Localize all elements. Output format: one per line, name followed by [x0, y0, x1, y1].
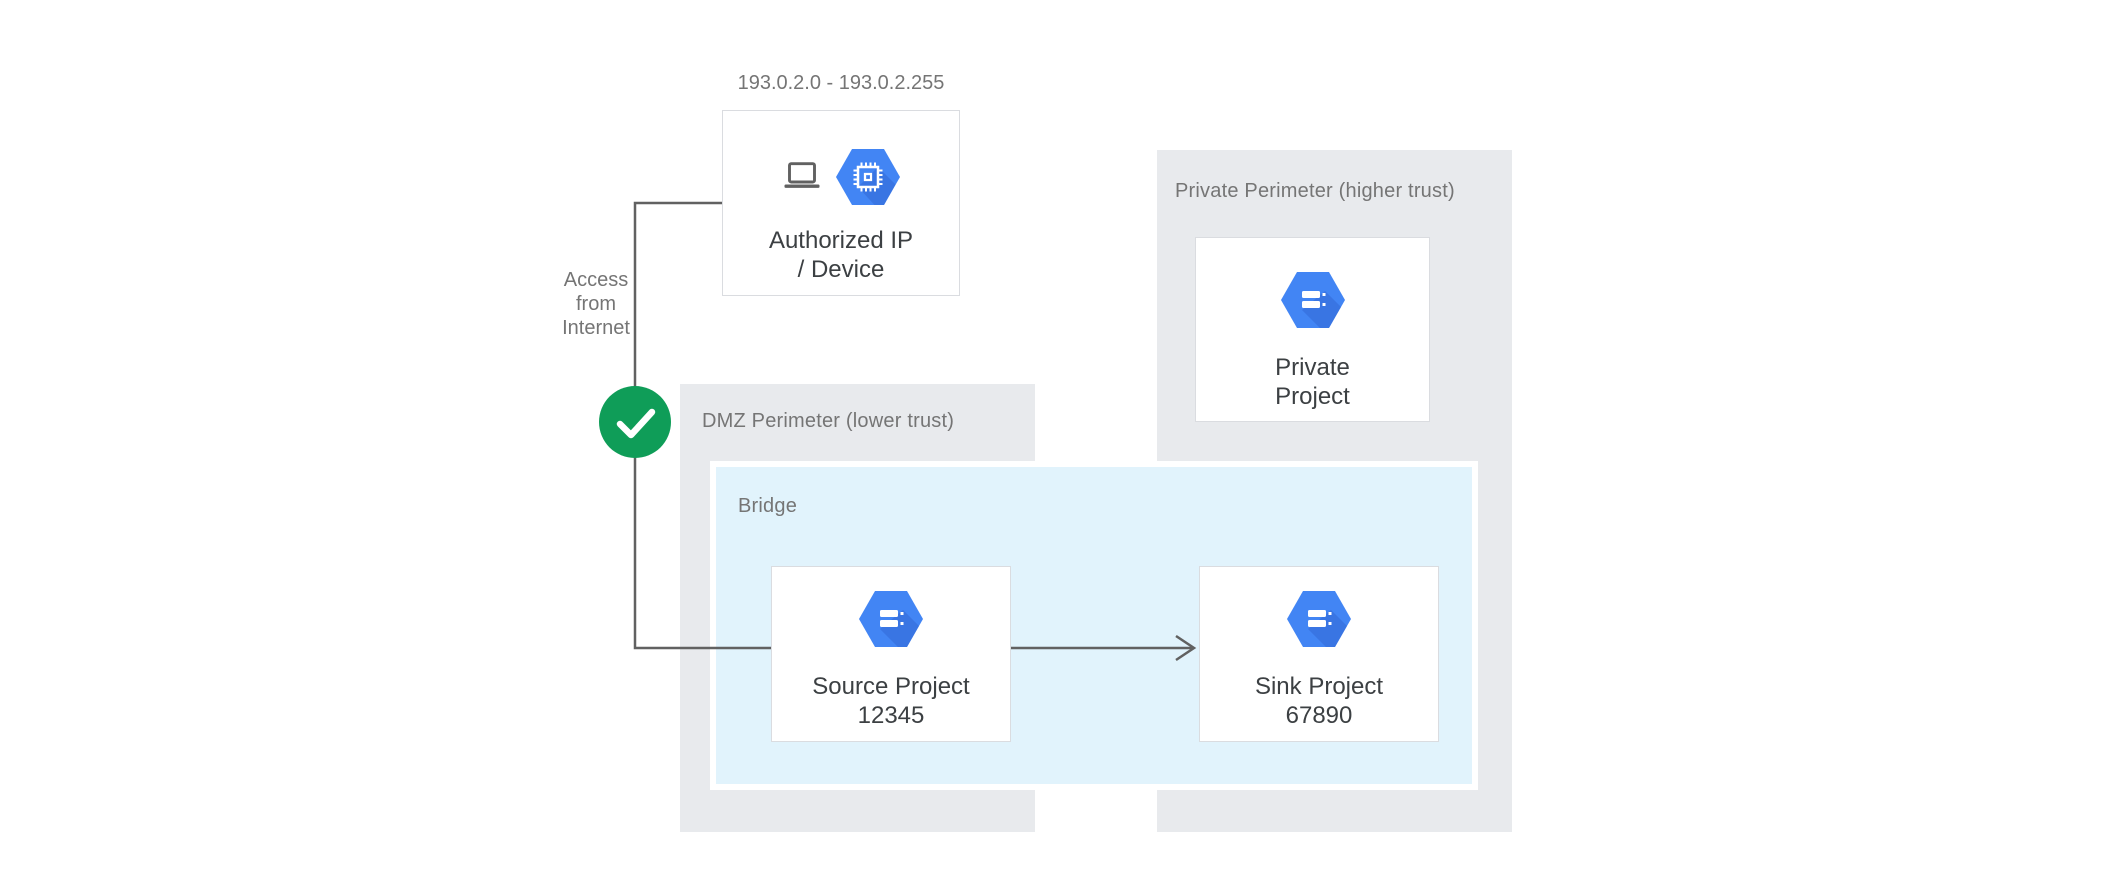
- laptop-icon: [782, 161, 822, 198]
- private-node-label-line1: Private: [1275, 354, 1350, 381]
- access-label-line1: Access: [563, 269, 629, 291]
- private-node-label-line2: Project: [1275, 383, 1350, 410]
- project-icon: [1280, 272, 1345, 333]
- source-project-icons: [859, 591, 923, 652]
- access-label-line3: Internet: [562, 317, 630, 339]
- project-icon: [859, 591, 923, 652]
- access-label-line2: from: [576, 293, 616, 315]
- private-node-label: Private Project: [1275, 353, 1350, 411]
- authorized-ip-device-node: Authorized IP / Device: [722, 110, 960, 296]
- sink-project-node: Sink Project 67890: [1199, 566, 1439, 742]
- project-icon: [1287, 591, 1351, 652]
- source-node-label-line2: 12345: [857, 702, 925, 729]
- private-project-icons: [1280, 272, 1345, 333]
- authorized-icons: [782, 149, 900, 210]
- sink-project-icons: [1287, 591, 1351, 652]
- compute-engine-icon: [836, 149, 900, 210]
- check-icon: [599, 386, 671, 458]
- private-project-node: Private Project: [1195, 237, 1430, 422]
- bridge-label: Bridge: [738, 495, 798, 517]
- dmz-perimeter-label: DMZ Perimeter (lower trust): [702, 410, 955, 432]
- sink-node-label: Sink Project 67890: [1255, 672, 1383, 730]
- authorized-node-label-line1: Authorized IP: [768, 227, 914, 254]
- source-project-node: Source Project 12345: [771, 566, 1011, 742]
- authorized-node-label-line2: / Device: [797, 256, 885, 283]
- authorized-node-label: Authorized IP / Device: [769, 226, 913, 284]
- ip-range-label: 193.0.2.0 - 193.0.2.255: [737, 72, 945, 94]
- source-node-label-line1: Source Project: [812, 673, 970, 700]
- sink-node-label-line2: 67890: [1285, 702, 1353, 729]
- sink-node-label-line1: Sink Project: [1254, 673, 1384, 700]
- private-perimeter-label: Private Perimeter (higher trust): [1175, 180, 1455, 202]
- source-node-label: Source Project 12345: [812, 672, 969, 730]
- access-from-internet-label: Access from Internet: [536, 268, 656, 340]
